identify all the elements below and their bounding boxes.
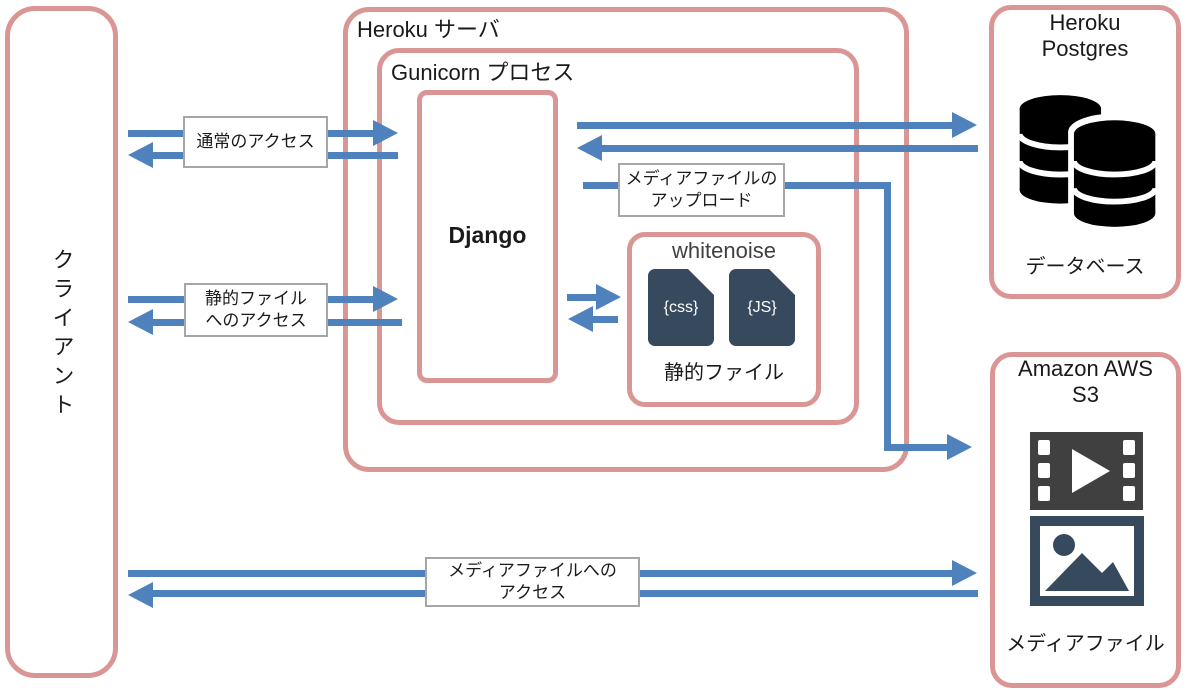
arrow-left-icon	[128, 142, 153, 168]
whitenoise-request-line	[567, 293, 596, 301]
database-caption: データベース	[1025, 256, 1145, 278]
arrow-right-icon	[952, 112, 977, 138]
image-file-icon	[1030, 516, 1144, 611]
media-upload-label: メディアファイルの アップロード	[618, 163, 785, 217]
client-label: クライアント	[49, 248, 75, 422]
media-upload-line-vertical	[884, 181, 891, 451]
js-file-icon: {JS}	[729, 269, 795, 346]
arrow-right-icon	[373, 120, 398, 146]
static-access-label: 静的ファイル へのアクセス	[184, 283, 328, 337]
video-file-icon	[1030, 432, 1143, 515]
s3-title: Amazon AWS S3	[1018, 356, 1153, 407]
js-file-label: {JS}	[747, 299, 777, 316]
arrow-right-icon	[952, 560, 977, 586]
arrow-left-icon	[568, 306, 593, 332]
db-request-line	[577, 121, 952, 129]
whitenoise-response-line	[593, 315, 618, 323]
whitenoise-title: whitenoise	[672, 238, 776, 263]
css-file-label: {css}	[663, 299, 699, 316]
arrow-right-icon	[596, 284, 621, 310]
media-upload-line-bottom	[884, 443, 947, 451]
db-response-line	[602, 144, 978, 152]
arrow-right-icon	[947, 434, 972, 460]
gunicorn-title: Gunicorn プロセス	[391, 60, 575, 85]
normal-access-label: 通常のアクセス	[183, 116, 328, 168]
django-box	[417, 90, 558, 383]
arrow-left-icon	[577, 135, 602, 161]
django-title: Django	[448, 222, 527, 248]
static-files-caption: 静的ファイル	[664, 362, 784, 384]
media-access-label: メディアファイルへの アクセス	[425, 557, 640, 607]
postgres-title: Heroku Postgres	[1041, 10, 1129, 61]
arrow-right-icon	[373, 286, 398, 312]
css-file-icon: {css}	[648, 269, 714, 346]
database-icon	[1010, 86, 1165, 239]
client-box	[5, 6, 118, 678]
arrow-left-icon	[128, 582, 153, 608]
heroku-server-title: Heroku サーバ	[357, 17, 500, 42]
media-files-caption: メディアファイル	[1006, 633, 1165, 655]
arrow-left-icon	[128, 309, 153, 335]
